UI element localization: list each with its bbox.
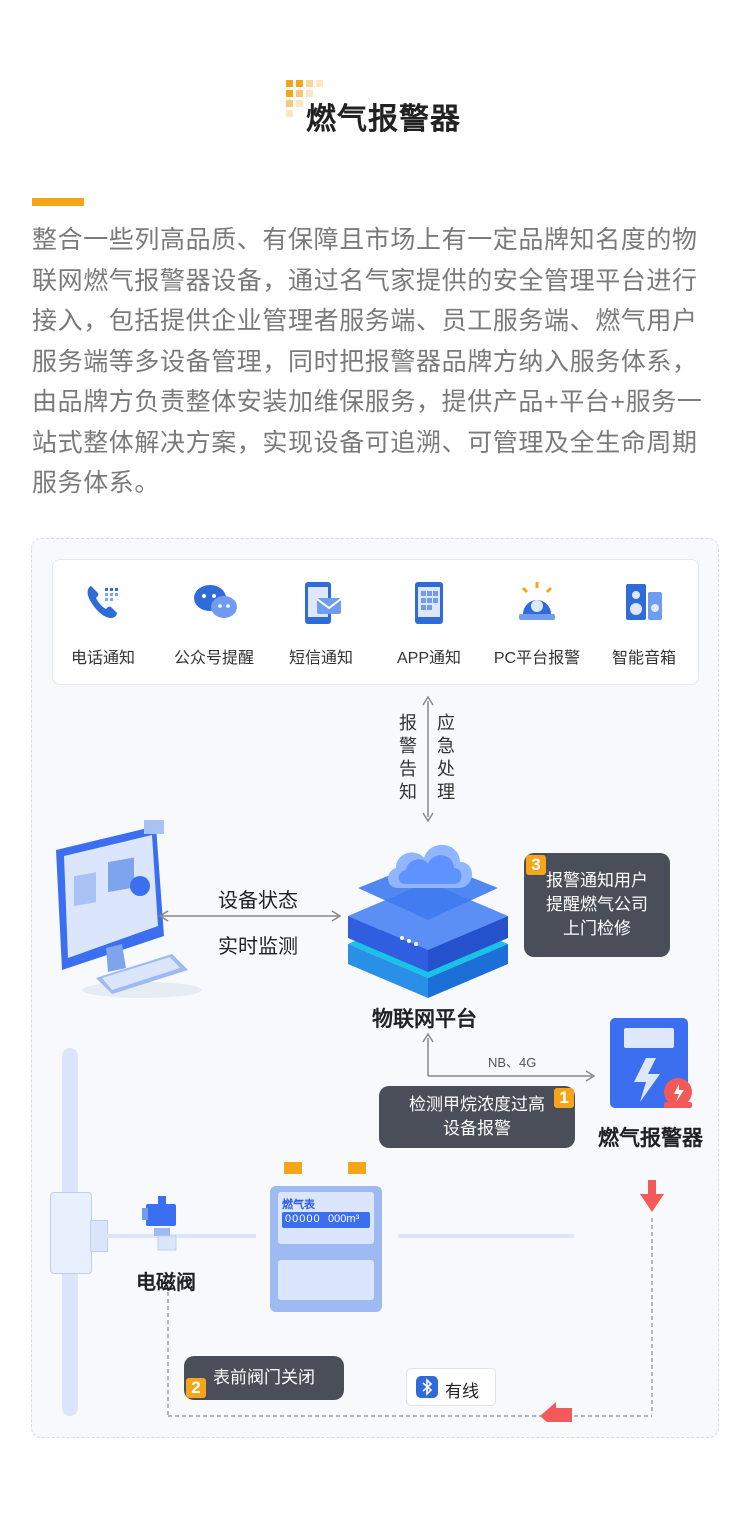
- bluetooth-icon: [416, 1376, 438, 1398]
- gas-pipe-horizontal-right: [398, 1234, 574, 1238]
- channel-sms: 短信通知: [271, 560, 371, 684]
- channel-phone: 电话通知: [53, 560, 153, 684]
- sms-icon: [305, 582, 342, 624]
- wechat-icon: [194, 585, 237, 618]
- step-2-box: 表前阀门关闭: [184, 1356, 344, 1400]
- channel-pc-alarm: PC平台报警: [487, 560, 587, 684]
- app-icon: [415, 582, 443, 624]
- gas-alarm-label: 燃气报警器: [598, 1127, 703, 1150]
- nb-4g-connection-line: [422, 1032, 596, 1082]
- intro-paragraph: 整合一些列高品质、有保障且市场上有一定品牌知名度的物联网燃气报警器设备，通过名气…: [32, 226, 703, 497]
- computer-monitor-icon: [56, 820, 202, 998]
- step-1-number: 1: [554, 1088, 574, 1108]
- valve-label: 电磁阀: [136, 1272, 196, 1294]
- step-3-number: 3: [526, 855, 546, 875]
- step-1-box: 检测甲烷浓度过高 设备报警: [379, 1086, 575, 1148]
- speaker-icon: [626, 584, 662, 620]
- meter-title: 燃气表: [282, 1199, 315, 1211]
- accent-divider: [32, 198, 84, 206]
- solenoid-valve-icon: [142, 1196, 177, 1251]
- vertical-double-arrow: [422, 695, 434, 823]
- phone-icon: [87, 586, 118, 618]
- title-logo-icon: [286, 80, 323, 117]
- platform-label: 物联网平台: [372, 1008, 477, 1031]
- valve-close-signal-line: [167, 1292, 652, 1422]
- pipe-joint: [50, 1192, 92, 1274]
- realtime-monitor-label: 实时监测: [218, 936, 298, 958]
- channel-wechat: 公众号提醒: [164, 560, 264, 684]
- wired-badge: 有线: [406, 1368, 496, 1406]
- gas-pipe-horizontal-left: [106, 1234, 256, 1238]
- horizontal-double-arrow: [158, 910, 342, 922]
- alarm-camera-icon: [519, 582, 555, 620]
- meter-unit: 000m³: [328, 1213, 360, 1225]
- step-3-box: 报警通知用户 提醒燃气公司 上门检修: [524, 853, 670, 957]
- gas-alarm-device-icon: [610, 1018, 692, 1108]
- notification-channels: 电话通知 公众号提醒 短信通知 APP通知: [52, 559, 699, 685]
- channel-app: APP通知: [379, 560, 479, 684]
- iot-cloud-platform-icon: [348, 844, 508, 998]
- channel-speaker: 智能音箱: [594, 560, 694, 684]
- device-status-label: 设备状态: [218, 890, 298, 912]
- page-title: 燃气报警器: [306, 103, 461, 136]
- emergency-label: 应急处理: [437, 713, 455, 802]
- meter-reading: 00000: [285, 1213, 321, 1225]
- gas-meter: 燃气表 00000 000m³: [270, 1162, 382, 1312]
- alert-notice-label: 报警告知: [399, 713, 417, 802]
- step-2-number: 2: [186, 1378, 206, 1398]
- alarm-signal-arrow: [640, 1180, 664, 1414]
- nb-4g-label: NB、4G: [488, 1055, 537, 1070]
